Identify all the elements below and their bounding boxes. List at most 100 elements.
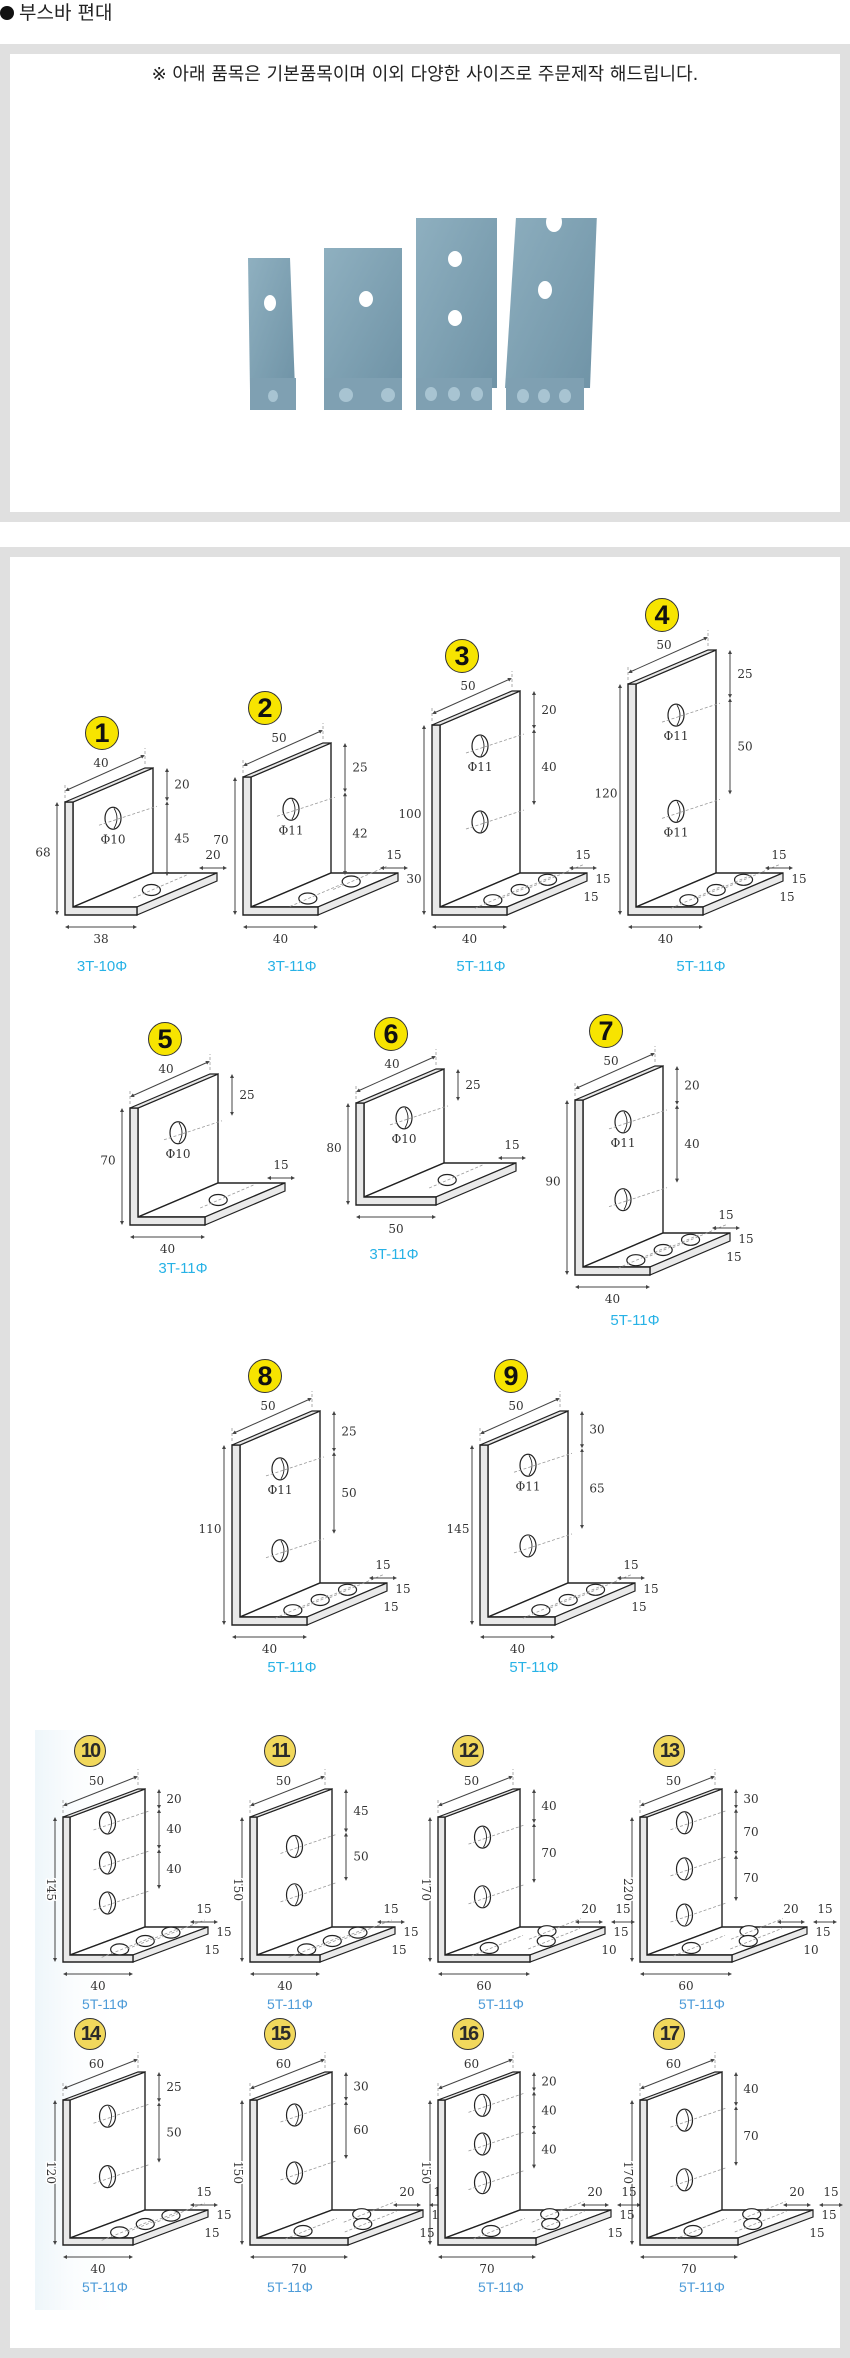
width-dimension-label: 60	[276, 2057, 291, 2071]
vertical-dimension-label: 30	[589, 1423, 604, 1437]
base-dimension-label: 15	[771, 848, 786, 862]
mounting-hole-icon	[471, 810, 489, 834]
dimension-lines	[428, 1769, 635, 1976]
bracket-face	[646, 2070, 723, 2240]
base-dimension-label: 15	[273, 1158, 288, 1172]
width-dimension-label: 40	[158, 1062, 173, 1076]
base-width-dimension-label: 40	[90, 1979, 105, 1993]
bracket-shape	[249, 1787, 396, 1963]
mounting-hole-icon	[473, 2132, 492, 2156]
bracket-face	[444, 1787, 521, 1957]
item-number-badge: 1	[85, 716, 119, 750]
vertical-dimension-label: 25	[341, 1424, 356, 1438]
base-hole-icon	[733, 873, 754, 886]
hole-edge	[623, 1189, 628, 1210]
bracket-photo-2	[324, 248, 402, 410]
hole-center-line	[314, 1928, 367, 1950]
width-dimension-label: 40	[384, 1057, 399, 1071]
hole-center-line	[465, 809, 525, 830]
base-hole-icon	[681, 1941, 701, 1955]
base-dimension-label: 20	[205, 848, 220, 862]
base-width-dimension-label: 40	[605, 1292, 620, 1306]
hole-center-line	[528, 1918, 581, 1940]
hole-edge	[685, 2109, 689, 2131]
base-width-dimension-label: 40	[90, 2262, 105, 2276]
base-width-dimension-label: 40	[658, 932, 673, 946]
bracket-face	[69, 2070, 146, 2240]
hole-edge	[685, 1812, 689, 1834]
vertical-dimension-label: 30	[353, 2080, 368, 2094]
base-hole-icon	[310, 1593, 330, 1607]
base-hole-icon	[208, 1193, 228, 1207]
height-dimension-label: 120	[44, 2161, 58, 2184]
base-dimension-label: 15	[607, 2226, 622, 2240]
vertical-dimension-label: 50	[737, 739, 752, 753]
bracket-face	[239, 1409, 321, 1619]
dimension-lines	[222, 1391, 397, 1639]
base-dimension-label: 15	[204, 1943, 219, 1957]
bracket-photo-1	[248, 258, 296, 410]
width-dimension-label: 50	[460, 679, 475, 693]
base-dimension-label: 15	[196, 1902, 211, 1916]
width-dimension-line	[438, 1775, 513, 1807]
base-dimension-label: 15	[216, 1925, 231, 1939]
base-dimension-label: 15	[383, 1600, 398, 1614]
base-dimension-label: 15	[575, 848, 590, 862]
base-dimension-label: 15	[419, 2226, 434, 2240]
hole-center-line	[513, 1533, 573, 1554]
base-dimension-label: 15	[196, 2185, 211, 2199]
base-hole-icon	[110, 1943, 130, 1956]
hole-edge	[483, 2095, 487, 2116]
width-dimension-label: 50	[260, 1399, 275, 1413]
width-dimension-line	[130, 1060, 210, 1098]
model-spec-label: 5T-11Φ	[676, 958, 726, 975]
vertical-dimension-label: 40	[743, 2082, 758, 2096]
width-dimension-line	[243, 729, 323, 767]
hole-center-line	[531, 2201, 584, 2223]
width-dimension-line	[438, 2058, 513, 2090]
hole-center-line	[343, 2201, 396, 2223]
mounting-hole-icon	[675, 1903, 694, 1927]
vertical-dimension-label: 25	[166, 2080, 181, 2094]
width-dimension-label: 50	[89, 1774, 104, 1788]
base-width-dimension-label: 40	[273, 932, 288, 946]
base-dimension-label: 15	[204, 2226, 219, 2240]
hole-center-line	[661, 798, 721, 819]
dimension-lines	[53, 2052, 218, 2259]
height-dimension-label: 100	[399, 807, 422, 821]
model-spec-label: 3T-10Φ	[76, 958, 128, 975]
dimension-lines	[240, 1769, 405, 1976]
dimension-lines	[422, 671, 597, 929]
base-dimension-label: 15	[815, 1925, 830, 1939]
base-hole-icon	[437, 1173, 457, 1187]
hole-edge	[280, 1540, 285, 1561]
hole-center-line	[284, 2218, 337, 2240]
mounting-hole-icon	[473, 2171, 492, 2195]
base-hole-icon	[141, 883, 162, 897]
base-hole-icon	[135, 1934, 155, 1948]
dimension-labels: 3060601507020151515	[230, 2056, 451, 2278]
hole-center-line	[608, 1109, 668, 1130]
hole-diameter-label: Φ11	[267, 1483, 292, 1497]
mounting-hole-icon	[285, 2161, 304, 2185]
base-width-dimension-label: 40	[262, 1642, 277, 1656]
hole-center-line	[730, 1918, 783, 1940]
hole-center-line	[265, 1538, 325, 1559]
base-hole-icon	[297, 1943, 317, 1956]
mounting-hole-icon	[473, 1825, 492, 1849]
item-number-badge: 4	[645, 598, 679, 632]
dimension-lines	[428, 2052, 641, 2259]
section-title: 부스바 편대	[0, 0, 112, 26]
hole-edge	[113, 808, 118, 829]
hole-diameter-label: Φ11	[663, 825, 688, 839]
bracket-shape	[639, 1787, 808, 1963]
base-dimension-label: 20	[587, 2185, 602, 2199]
hole-edge	[108, 1892, 112, 1914]
